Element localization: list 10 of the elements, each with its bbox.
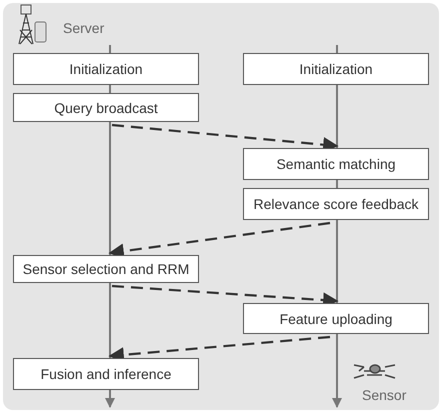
activity-box: Relevance score feedback — [243, 188, 429, 220]
activity-box: Semantic matching — [243, 148, 429, 180]
participant-label: Server — [63, 20, 104, 36]
activity-box: Initialization — [243, 53, 429, 85]
activity-box: Query broadcast — [13, 93, 199, 122]
activity-box: Fusion and inference — [13, 358, 199, 390]
activity-box: Initialization — [13, 53, 199, 85]
participant-label: Sensor — [362, 387, 406, 403]
activity-box: Sensor selection and RRM — [13, 255, 199, 283]
activity-box: Feature uploading — [243, 303, 429, 334]
